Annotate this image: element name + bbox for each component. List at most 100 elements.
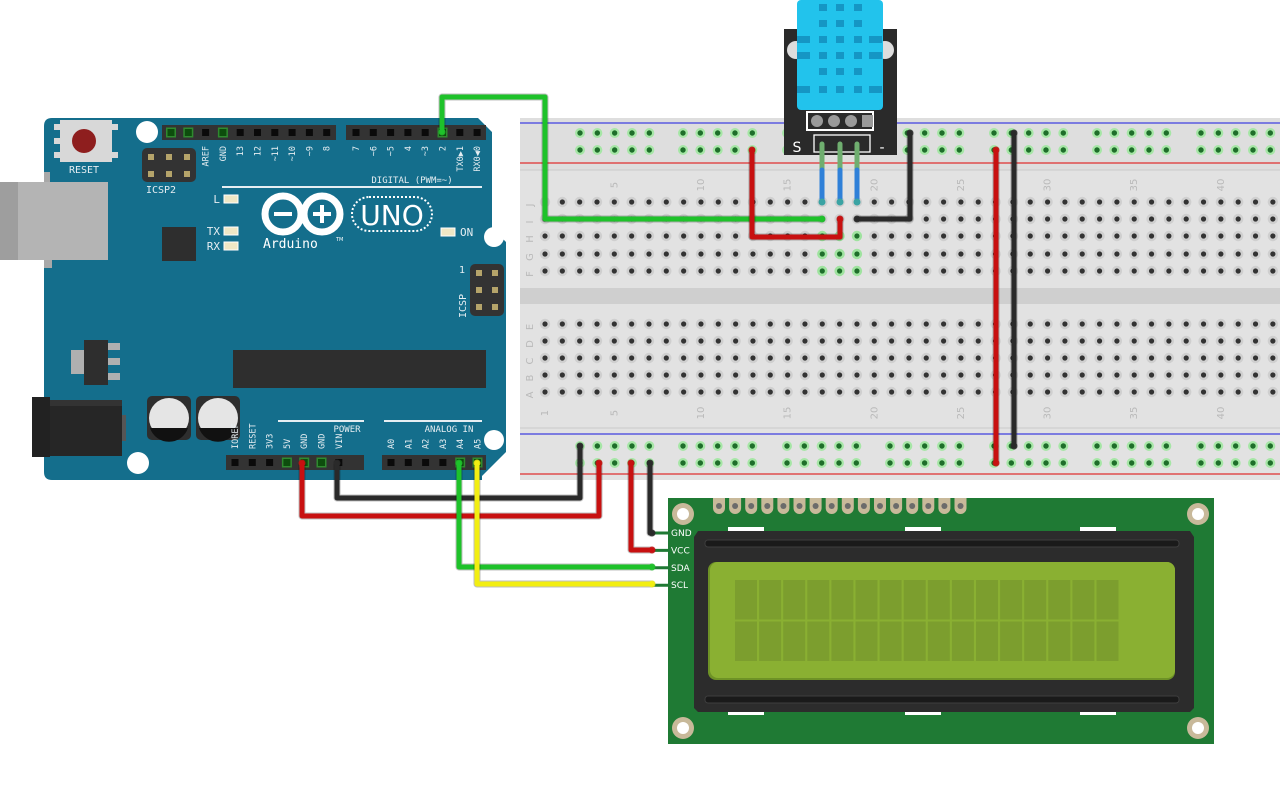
breadboard-hole[interactable] <box>1235 372 1241 378</box>
rail-hole[interactable] <box>1043 443 1049 449</box>
breadboard-hole[interactable] <box>958 216 964 222</box>
breadboard-hole[interactable] <box>542 355 548 361</box>
breadboard-hole[interactable] <box>958 268 964 274</box>
rail-hole[interactable] <box>818 460 825 466</box>
breadboard-hole[interactable] <box>802 338 808 344</box>
breadboard-hole[interactable] <box>1252 233 1259 239</box>
breadboard-hole[interactable] <box>698 355 704 361</box>
breadboard-hole[interactable] <box>542 389 548 395</box>
rail-hole[interactable] <box>1060 130 1067 136</box>
breadboard-hole[interactable] <box>577 233 583 239</box>
breadboard-hole[interactable] <box>802 389 808 395</box>
breadboard-hole[interactable] <box>819 338 825 344</box>
breadboard-hole[interactable] <box>889 233 895 239</box>
breadboard-hole[interactable] <box>1027 268 1033 274</box>
breadboard-hole[interactable] <box>559 372 565 378</box>
breadboard-hole[interactable] <box>611 268 617 274</box>
rail-hole[interactable] <box>1111 460 1118 466</box>
header-pin[interactable] <box>288 129 296 136</box>
rail-hole[interactable] <box>714 147 721 153</box>
header-pin[interactable] <box>305 129 313 136</box>
breadboard-hole[interactable] <box>1183 216 1189 222</box>
rail-hole[interactable] <box>1267 130 1274 136</box>
rail-hole[interactable] <box>801 443 808 449</box>
rail-hole[interactable] <box>749 443 756 449</box>
breadboard-hole[interactable] <box>1218 268 1224 274</box>
breadboard-hole[interactable] <box>663 338 669 344</box>
breadboard-hole[interactable] <box>594 355 600 361</box>
breadboard-hole[interactable] <box>819 268 825 274</box>
breadboard-hole[interactable] <box>1270 338 1276 344</box>
breadboard-hole[interactable] <box>940 321 947 327</box>
breadboard-hole[interactable] <box>1096 355 1103 361</box>
breadboard-hole[interactable] <box>1131 216 1137 222</box>
breadboard-hole[interactable] <box>802 251 808 257</box>
breadboard-hole[interactable] <box>1235 199 1241 205</box>
breadboard-hole[interactable] <box>889 389 895 395</box>
rail-hole[interactable] <box>1215 147 1222 153</box>
breadboard-hole[interactable] <box>1235 251 1241 257</box>
rail-hole[interactable] <box>1094 130 1100 136</box>
breadboard-hole[interactable] <box>715 372 721 378</box>
breadboard-hole[interactable] <box>785 372 791 378</box>
breadboard-hole[interactable] <box>854 321 860 327</box>
breadboard-hole[interactable] <box>1062 372 1068 378</box>
rail-hole[interactable] <box>1232 443 1239 449</box>
breadboard-hole[interactable] <box>906 268 912 274</box>
breadboard-hole[interactable] <box>542 338 548 344</box>
breadboard-hole[interactable] <box>750 251 756 257</box>
breadboard-hole[interactable] <box>923 372 929 378</box>
breadboard-hole[interactable] <box>785 321 791 327</box>
header-pin[interactable] <box>387 459 395 466</box>
rail-hole[interactable] <box>1111 147 1118 153</box>
breadboard-hole[interactable] <box>1200 372 1207 378</box>
breadboard-hole[interactable] <box>1270 233 1276 239</box>
breadboard-hole[interactable] <box>1131 389 1137 395</box>
breadboard-hole[interactable] <box>1096 321 1103 327</box>
breadboard-hole[interactable] <box>819 321 825 327</box>
breadboard-hole[interactable] <box>594 251 600 257</box>
breadboard-hole[interactable] <box>767 199 773 205</box>
header-pin[interactable] <box>422 459 430 466</box>
breadboard-hole[interactable] <box>802 372 808 378</box>
breadboard-hole[interactable] <box>750 268 756 274</box>
breadboard-hole[interactable] <box>698 338 704 344</box>
breadboard-hole[interactable] <box>1079 233 1085 239</box>
breadboard-hole[interactable] <box>559 199 565 205</box>
breadboard-hole[interactable] <box>559 355 565 361</box>
breadboard-hole[interactable] <box>681 389 687 395</box>
breadboard-hole[interactable] <box>577 251 583 257</box>
breadboard-hole[interactable] <box>837 372 843 378</box>
breadboard-hole[interactable] <box>559 389 565 395</box>
breadboard-hole[interactable] <box>577 321 583 327</box>
breadboard-hole[interactable] <box>1027 372 1033 378</box>
breadboard-hole[interactable] <box>1235 389 1241 395</box>
breadboard-hole[interactable] <box>940 199 947 205</box>
breadboard-hole[interactable] <box>542 268 548 274</box>
breadboard-hole[interactable] <box>1131 251 1137 257</box>
breadboard-hole[interactable] <box>785 338 791 344</box>
rail-hole[interactable] <box>956 130 963 136</box>
breadboard-hole[interactable] <box>681 233 687 239</box>
breadboard-hole[interactable] <box>611 372 617 378</box>
header-pin[interactable] <box>369 129 377 136</box>
header-pin[interactable] <box>404 459 412 466</box>
breadboard-hole[interactable] <box>1062 199 1068 205</box>
breadboard-hole[interactable] <box>1235 321 1241 327</box>
breadboard-hole[interactable] <box>1200 355 1207 361</box>
breadboard-hole[interactable] <box>1131 338 1137 344</box>
rail-hole[interactable] <box>1128 147 1135 153</box>
breadboard-hole[interactable] <box>594 338 600 344</box>
breadboard-hole[interactable] <box>1114 251 1120 257</box>
breadboard-hole[interactable] <box>940 233 947 239</box>
breadboard-hole[interactable] <box>1148 355 1155 361</box>
breadboard-hole[interactable] <box>698 372 704 378</box>
breadboard-hole[interactable] <box>1062 338 1068 344</box>
breadboard-hole[interactable] <box>1079 372 1085 378</box>
breadboard-hole[interactable] <box>681 355 687 361</box>
breadboard-hole[interactable] <box>542 321 548 327</box>
rail-hole[interactable] <box>646 147 653 153</box>
breadboard-hole[interactable] <box>681 372 687 378</box>
rail-hole[interactable] <box>1198 460 1204 466</box>
breadboard-hole[interactable] <box>785 355 791 361</box>
